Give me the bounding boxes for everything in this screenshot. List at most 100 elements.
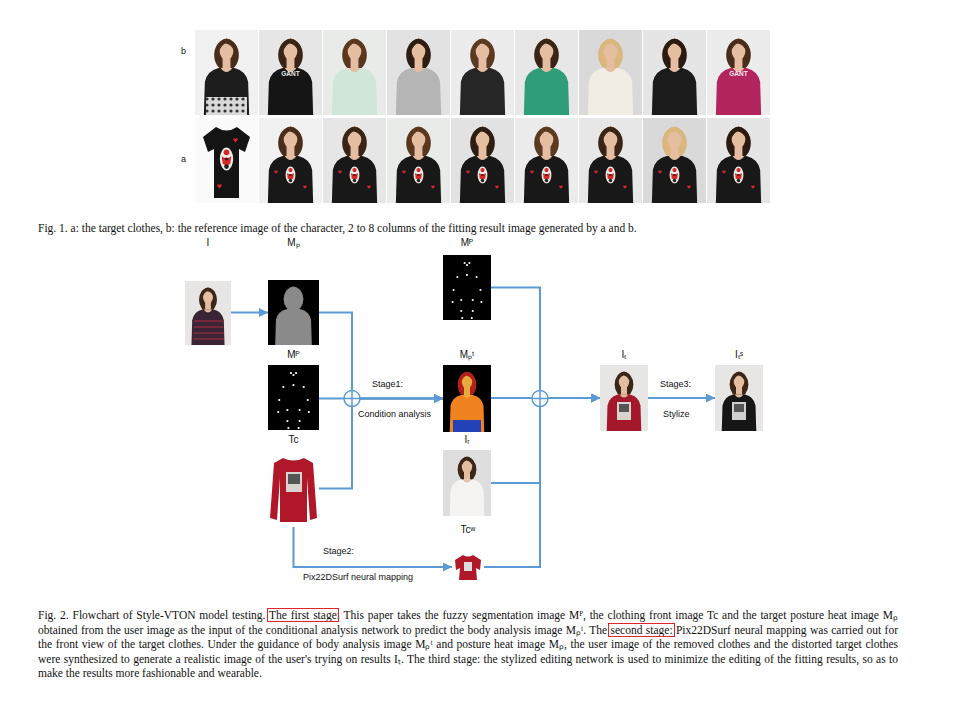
row-letter: b	[181, 46, 186, 57]
reference-photo	[579, 30, 642, 115]
try-on-result-image	[607, 372, 642, 431]
fitting-result-photo	[303, 185, 307, 188]
fuzzy-segmentation-image	[443, 255, 491, 320]
fitting-result-photo	[670, 167, 680, 184]
reference-photo	[652, 39, 697, 116]
reference-photo	[332, 39, 377, 116]
fitting-result-photo	[402, 170, 406, 173]
fitting-result-photo	[707, 118, 770, 203]
fitting-result-photo	[707, 118, 770, 203]
panel-label: Mᴾ	[413, 237, 521, 249]
reference-photo	[259, 30, 322, 115]
panel-label: Iₜ	[570, 349, 678, 361]
sum-junction	[532, 391, 548, 407]
fitting-result-photo	[524, 127, 569, 204]
fitting-result-photo	[495, 185, 499, 188]
panel-label: Mₚᵗ	[413, 349, 521, 361]
reference-photo	[268, 39, 313, 116]
sum-junction	[344, 391, 360, 407]
fitting-result-photo	[751, 185, 755, 188]
panel-label: Tc	[238, 434, 349, 446]
reference-photo	[515, 30, 578, 115]
fitting-result-photo	[515, 118, 578, 203]
reference-photo	[396, 39, 441, 116]
reference-photo	[515, 30, 578, 115]
reference-photo	[206, 97, 247, 115]
flow-arrow	[491, 398, 600, 483]
stylized-result-image	[734, 404, 744, 412]
reference-photo	[707, 30, 770, 115]
target-clothes-image	[270, 458, 317, 522]
panel-label: Tcʷ	[422, 524, 514, 536]
user-image	[194, 326, 224, 328]
fitting-result-photo	[367, 185, 371, 188]
posture-heat-image	[275, 287, 312, 346]
user-image	[191, 287, 224, 345]
flow-arrow	[319, 313, 443, 399]
reference-photo	[579, 30, 642, 115]
clothes-removed-image	[450, 457, 485, 516]
fitting-result-photo	[268, 127, 313, 204]
fitting-result-photo	[274, 170, 278, 173]
try-on-result-image	[600, 365, 648, 431]
fitting-result-photo	[579, 118, 642, 203]
image-panel: Mᴾ	[443, 255, 491, 320]
fuzzy-segmentation-image	[268, 365, 319, 430]
panel-label: Iₜˢ	[685, 349, 793, 361]
user-image	[185, 281, 231, 345]
user-image	[193, 338, 224, 340]
reference-photo	[643, 30, 706, 115]
shirt-logo: GANT	[281, 70, 299, 78]
reference-photo	[387, 30, 450, 115]
user-image	[193, 321, 224, 339]
target-clothes-photo	[220, 148, 233, 171]
reference-photo	[387, 30, 450, 115]
warped-clothes-image	[464, 562, 472, 571]
fitting-result-photo	[323, 118, 386, 203]
reference-photo	[195, 30, 258, 115]
fitting-result-photo	[387, 118, 450, 203]
stage-label: Stage1:	[372, 379, 403, 390]
try-on-result-image	[617, 402, 631, 420]
fitting-result-photo	[396, 127, 441, 204]
fitting-result-photo	[350, 167, 360, 184]
stylized-result-image	[722, 372, 757, 431]
flow-arrow	[319, 399, 443, 489]
reference-photo	[323, 30, 386, 115]
shirt-logo: GANT	[729, 70, 747, 78]
target-clothes-image	[268, 450, 319, 527]
sum-junction	[532, 391, 548, 407]
warped-clothes-image	[455, 555, 481, 580]
target-clothes-photo	[195, 118, 258, 203]
fitting-result-photo	[579, 118, 642, 203]
figure-caption: Fig. 2. Flowchart of Style-VTON model te…	[38, 608, 898, 681]
flow-arrow	[648, 397, 715, 399]
panel-label: Iᵣ	[413, 434, 521, 446]
posture-heat-image	[268, 280, 319, 345]
fitting-result-photo	[623, 185, 627, 188]
panel-label: I	[155, 237, 261, 249]
image-panel: I	[185, 281, 231, 345]
image-panel: Iₜˢ	[715, 365, 763, 431]
fitting-result-photo	[643, 118, 706, 203]
fitting-result-photo	[323, 118, 386, 203]
posture-heat-image	[268, 280, 319, 345]
panel-label: Mᴾ	[238, 349, 349, 361]
fitting-result-photo	[451, 118, 514, 203]
stage-label: Stage3:	[660, 379, 691, 390]
row-letter: a	[181, 154, 186, 165]
fitting-result-photo	[387, 118, 450, 203]
user-image	[194, 320, 223, 322]
reference-photo	[323, 30, 386, 115]
reference-photo	[716, 39, 761, 116]
user-image	[193, 332, 224, 334]
target-clothes-photo	[203, 127, 250, 198]
fuzzy-segmentation-image	[268, 365, 319, 430]
clothes-removed-image	[443, 450, 491, 516]
target-clothes-photo	[217, 184, 222, 188]
fitting-result-photo	[542, 167, 552, 184]
fitting-result-photo	[414, 167, 424, 184]
image-panel: Mₚ	[268, 280, 319, 345]
panel-label: Mₚ	[238, 237, 349, 249]
image-panel: Mᴾ	[268, 365, 319, 430]
